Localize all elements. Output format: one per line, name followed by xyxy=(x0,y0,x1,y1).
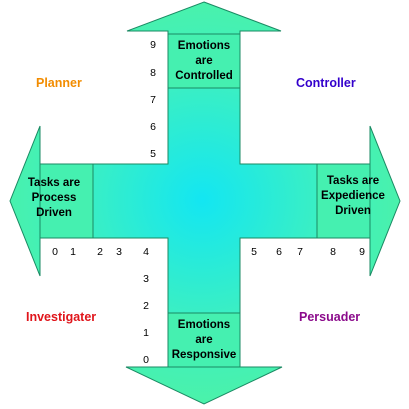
v-tick: 7 xyxy=(150,94,156,106)
h-tick: 1 xyxy=(70,246,76,258)
bottom-end-box xyxy=(167,312,241,368)
h-tick: 7 xyxy=(297,246,303,258)
v-tick: 5 xyxy=(150,148,156,160)
bottom-end-label: Emotions are Responsive xyxy=(168,318,240,363)
h-tick: 8 xyxy=(330,246,336,258)
h-tick: 5 xyxy=(251,246,257,258)
v-tick: 6 xyxy=(150,121,156,133)
v-tick: 8 xyxy=(150,67,156,79)
left-end-line-1: Tasks are xyxy=(27,177,81,189)
h-tick: 3 xyxy=(116,246,122,258)
h-tick: 2 xyxy=(97,246,103,258)
top-end-line-3: Controlled xyxy=(175,70,233,82)
v-tick: 9 xyxy=(150,39,156,51)
top-end-line-1: Emotions xyxy=(177,40,231,52)
v-tick: 2 xyxy=(143,300,149,312)
v-tick: 4 xyxy=(143,246,149,258)
top-end-label: Emotions are Controlled xyxy=(168,39,240,84)
h-tick: 6 xyxy=(276,246,282,258)
right-end-line-3: Driven xyxy=(335,205,371,217)
bottom-end-line-2: are xyxy=(195,334,213,346)
h-tick: 9 xyxy=(359,246,365,258)
left-end-line-2: Process xyxy=(31,192,77,204)
v-tick: 3 xyxy=(143,273,149,285)
left-end-label: Tasks are Process Driven xyxy=(14,176,94,221)
v-tick: 0 xyxy=(143,354,149,366)
right-end-box xyxy=(316,163,371,239)
quadrant-top-left-label: Planner xyxy=(36,76,82,90)
bottom-end-line-1: Emotions xyxy=(177,319,231,331)
quadrant-top-right-label: Controller xyxy=(296,76,356,90)
right-end-line-2: Expedience xyxy=(321,190,385,202)
quadrant-bottom-right-label: Persuader xyxy=(299,310,361,324)
left-end-box xyxy=(39,163,94,239)
top-end-box xyxy=(167,33,241,89)
bottom-end-line-3: Responsive xyxy=(171,349,237,361)
quadrant-bottom-left-label: Investigater xyxy=(26,310,97,324)
right-end-line-1: Tasks are xyxy=(326,175,380,187)
v-tick: 1 xyxy=(143,327,149,339)
left-end-line-3: Driven xyxy=(36,207,72,219)
top-end-line-2: are xyxy=(195,55,213,67)
right-end-label: Tasks are Expedience Driven xyxy=(316,174,390,219)
h-tick: 0 xyxy=(52,246,58,258)
